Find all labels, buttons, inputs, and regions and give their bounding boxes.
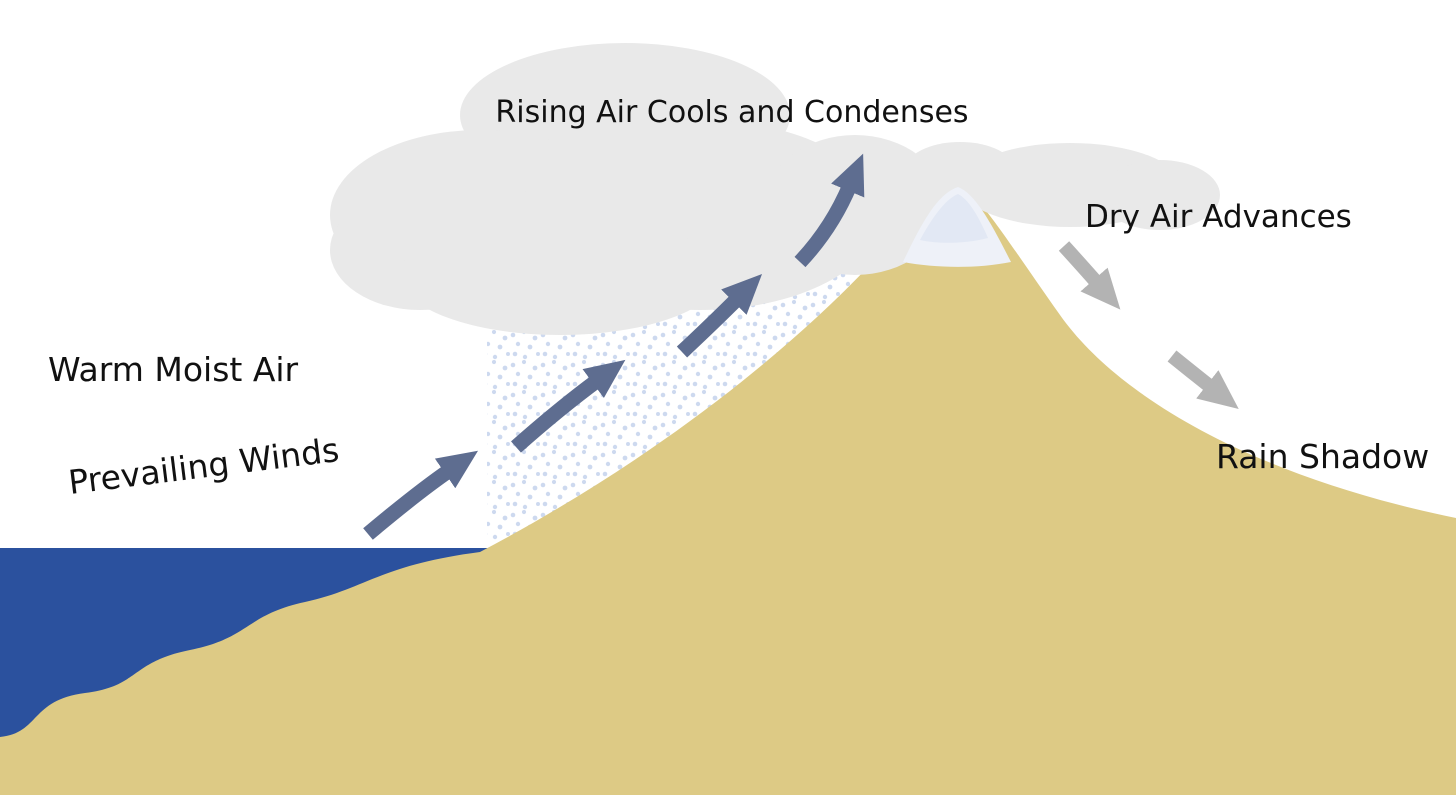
cloud-shape [330, 43, 1220, 335]
updraft-arrow-1 [363, 450, 479, 540]
updraft-arrow-2 [511, 359, 626, 453]
warm-moist-air-label: Warm Moist Air [48, 350, 299, 389]
snow-cap-shade [920, 194, 988, 243]
updraft-arrows [363, 153, 865, 540]
mountain-shape [0, 187, 1456, 795]
updraft-arrow-3 [676, 273, 763, 358]
rain-shadow-label: Rain Shadow [1216, 437, 1429, 476]
downdraft-arrows [1058, 241, 1239, 410]
dry-air-advances-label: Dry Air Advances [1085, 199, 1352, 235]
downdraft-arrow-1 [1058, 241, 1121, 310]
downdraft-arrow-2 [1167, 350, 1239, 410]
rising-air-label: Rising Air Cools and Condenses [495, 95, 968, 130]
updraft-arrow-4 [794, 153, 865, 268]
